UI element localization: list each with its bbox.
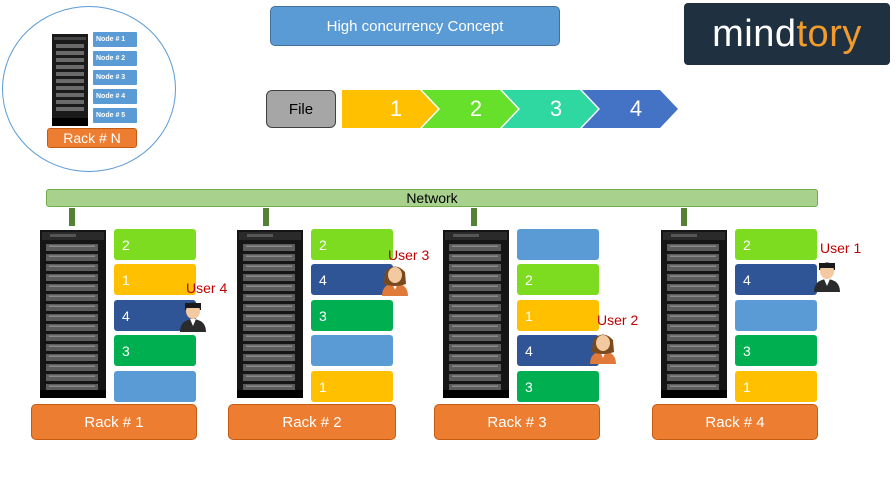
file-chunk-3-label: 3 <box>549 96 563 121</box>
rack-1-label: Rack # 1 <box>31 404 197 440</box>
rack-4-block-3 <box>735 300 817 331</box>
rack-4-block-1: 2 <box>735 229 817 260</box>
rack-1-block-2: 1 <box>114 264 196 295</box>
legend-node-3: Node # 3 <box>93 70 137 85</box>
rack-2-user-icon <box>380 262 410 296</box>
file-chunk-4-label: 4 <box>629 96 643 121</box>
rack-3-block-3: 1 <box>517 300 599 331</box>
file-box: File <box>266 90 336 128</box>
file-chunk-2-label: 2 <box>469 96 483 121</box>
rack-4-block-2: 4 <box>735 264 817 295</box>
diagram-title: High concurrency Concept <box>270 6 560 46</box>
legend-node-5: Node # 5 <box>93 108 137 123</box>
rack-2-block-2: 4 <box>311 264 393 295</box>
file-chunk-2: 2 <box>422 90 518 128</box>
file-chunk-3: 3 <box>502 90 598 128</box>
network-connector-3 <box>471 208 477 226</box>
logo-text-tory: tory <box>796 12 862 55</box>
rack-1-block-4: 3 <box>114 335 196 366</box>
rack-2-block-3: 3 <box>311 300 393 331</box>
file-chunk-1-label: 1 <box>389 96 403 121</box>
file-chunk-4: 4 <box>582 90 678 128</box>
rack-3-block-2: 2 <box>517 264 599 295</box>
network-connector-1 <box>69 208 75 226</box>
legend-node-list: Node # 1 Node # 2 Node # 3 Node # 4 Node… <box>93 32 137 123</box>
rack-4-block-5: 1 <box>735 371 817 402</box>
rack-4-user-icon <box>812 258 842 292</box>
rack-3-user-icon <box>588 330 618 364</box>
rack-3-server-icon <box>443 230 509 398</box>
rack-4-block-4: 3 <box>735 335 817 366</box>
rack-1-server-icon <box>40 230 106 398</box>
rack-3-block-5: 3 <box>517 371 599 402</box>
rack-3-block-1 <box>517 229 599 260</box>
rack-1-user-icon <box>178 298 208 332</box>
legend-node-1: Node # 1 <box>93 32 137 47</box>
rack-3-label: Rack # 3 <box>434 404 600 440</box>
rack-1-block-5 <box>114 371 196 402</box>
network-connector-4 <box>681 208 687 226</box>
legend-node-4: Node # 4 <box>93 89 137 104</box>
rack-2-user-label: User 3 <box>388 247 430 263</box>
rack-2-label: Rack # 2 <box>228 404 396 440</box>
legend-server-icon <box>52 34 88 126</box>
rack-4-server-icon <box>661 230 727 398</box>
logo-text-mind: mind <box>712 12 797 55</box>
legend-rack-label: Rack # N <box>47 128 137 148</box>
rack-4-label: Rack # 4 <box>652 404 818 440</box>
rack-1-user-label: User 4 <box>186 280 228 296</box>
legend-node-2: Node # 2 <box>93 51 137 66</box>
rack-2-block-5: 1 <box>311 371 393 402</box>
rack-2-server-icon <box>237 230 303 398</box>
network-connector-2 <box>263 208 269 226</box>
rack-2-block-1: 2 <box>311 229 393 260</box>
file-chunk-1: 1 <box>342 90 438 128</box>
network-bar: Network <box>46 189 818 207</box>
rack-2-block-4 <box>311 335 393 366</box>
rack-1-block-1: 2 <box>114 229 196 260</box>
rack-3-block-4: 4 <box>517 335 599 366</box>
rack-4-user-label: User 1 <box>820 240 862 256</box>
rack-3-user-label: User 2 <box>597 312 639 328</box>
